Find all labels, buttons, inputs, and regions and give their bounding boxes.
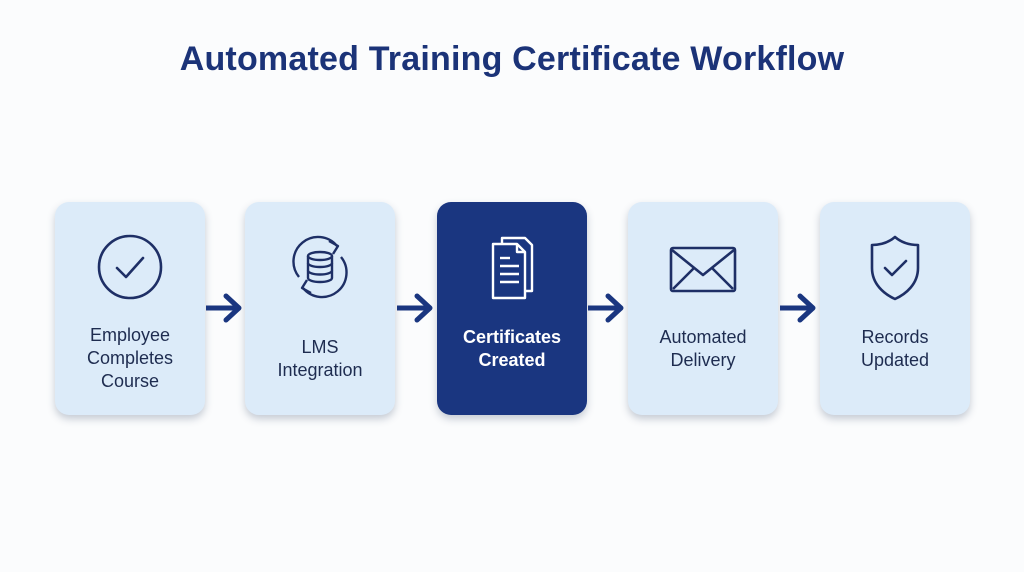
arrow-right-icon	[780, 293, 816, 323]
arrow-right-icon	[397, 293, 433, 323]
envelope-icon	[669, 246, 737, 293]
step-label: Records Updated	[860, 327, 930, 370]
arrow-right-icon	[588, 293, 624, 323]
step-card-certificates-created: Certificates Created	[437, 202, 587, 415]
database-sync-icon	[292, 235, 348, 299]
step-card-lms-integration: LMS Integration	[245, 202, 395, 415]
step-label: Certificates Created	[462, 327, 562, 370]
step-label: LMS Integration	[277, 337, 363, 380]
step-card-automated-delivery: Automated Delivery	[628, 202, 778, 415]
arrow-right-icon	[206, 293, 242, 323]
step-label: Employee Completes Course	[86, 325, 174, 391]
check-circle-icon	[97, 234, 163, 300]
step-label: Automated Delivery	[659, 327, 747, 370]
step-card-records-updated: Records Updated	[820, 202, 970, 415]
shield-check-icon	[870, 235, 920, 301]
documents-icon	[491, 236, 534, 300]
step-card-employee-completes-course: Employee Completes Course	[55, 202, 205, 415]
page-title: Automated Training Certificate Workflow	[179, 40, 845, 78]
